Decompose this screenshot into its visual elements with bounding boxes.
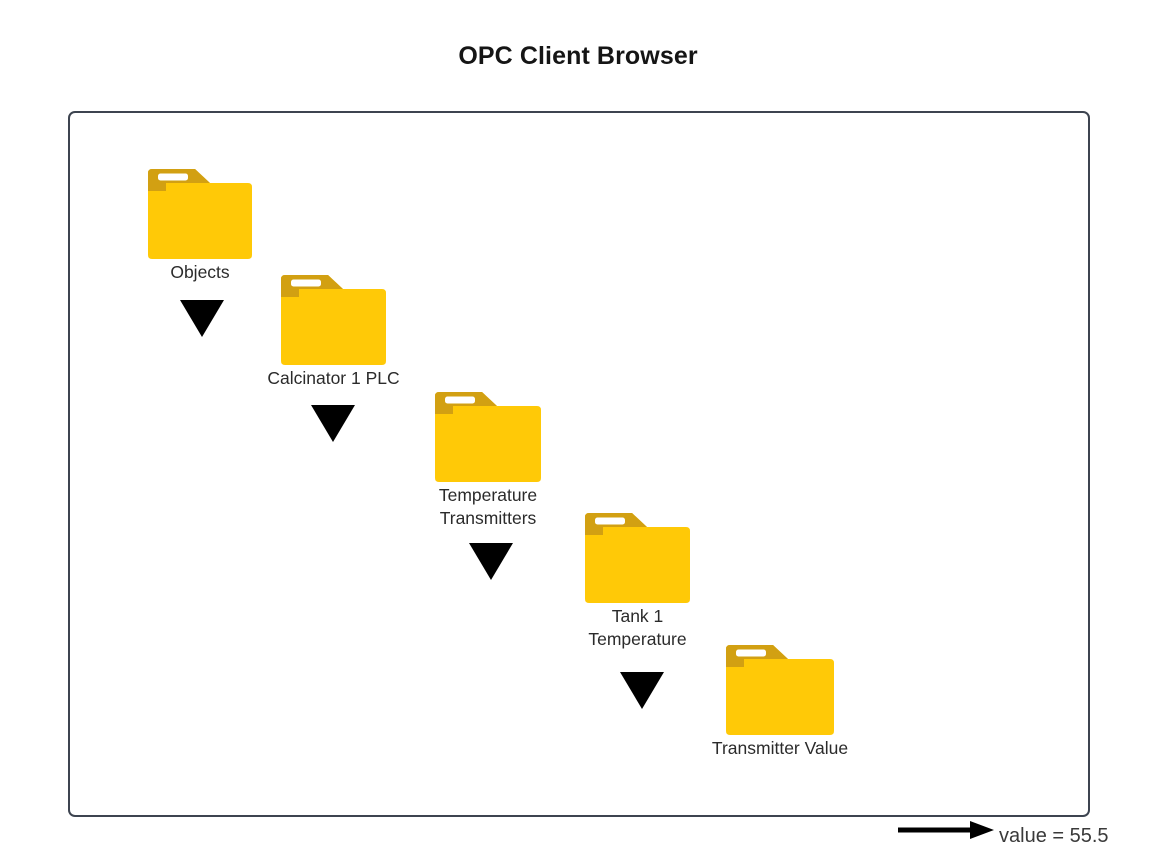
arrow-right-icon bbox=[898, 821, 994, 839]
triangle-down-icon-3 bbox=[469, 543, 513, 580]
tree-node-calcinator-1-plc[interactable]: Calcinator 1 PLC bbox=[267, 275, 400, 388]
value-readout: value = 55.5 bbox=[999, 825, 1109, 847]
tree-node-label: Calcinator 1 PLC bbox=[267, 368, 400, 388]
tree-node-label: Transmitter Value bbox=[711, 738, 849, 758]
triangle-down-icon-1 bbox=[180, 300, 224, 337]
triangle-down-icon-4 bbox=[620, 672, 664, 709]
tree-node-label: Temperature Transmitters bbox=[438, 485, 538, 528]
tree-node-label: Objects bbox=[170, 262, 230, 282]
folder-icon bbox=[726, 645, 834, 735]
page-title: OPC Client Browser bbox=[458, 42, 698, 70]
folder-icon bbox=[148, 169, 252, 259]
folder-icon bbox=[585, 513, 690, 603]
tree-node-tank-1-temperature[interactable]: Tank 1 Temperature bbox=[585, 513, 690, 649]
tree-node-objects[interactable]: Objects bbox=[148, 169, 252, 282]
tree-node-label: Tank 1 Temperature bbox=[588, 606, 687, 649]
tree-node-temperature-transmitters[interactable]: Temperature Transmitters bbox=[435, 392, 541, 528]
folder-icon bbox=[281, 275, 386, 365]
tree-node-transmitter-value[interactable]: Transmitter Value bbox=[712, 645, 848, 758]
folder-icon bbox=[435, 392, 541, 482]
triangle-down-icon-2 bbox=[311, 405, 355, 442]
opc-browser-panel: Objects Calcinator 1 PLC Temperature Tra… bbox=[68, 111, 1109, 847]
